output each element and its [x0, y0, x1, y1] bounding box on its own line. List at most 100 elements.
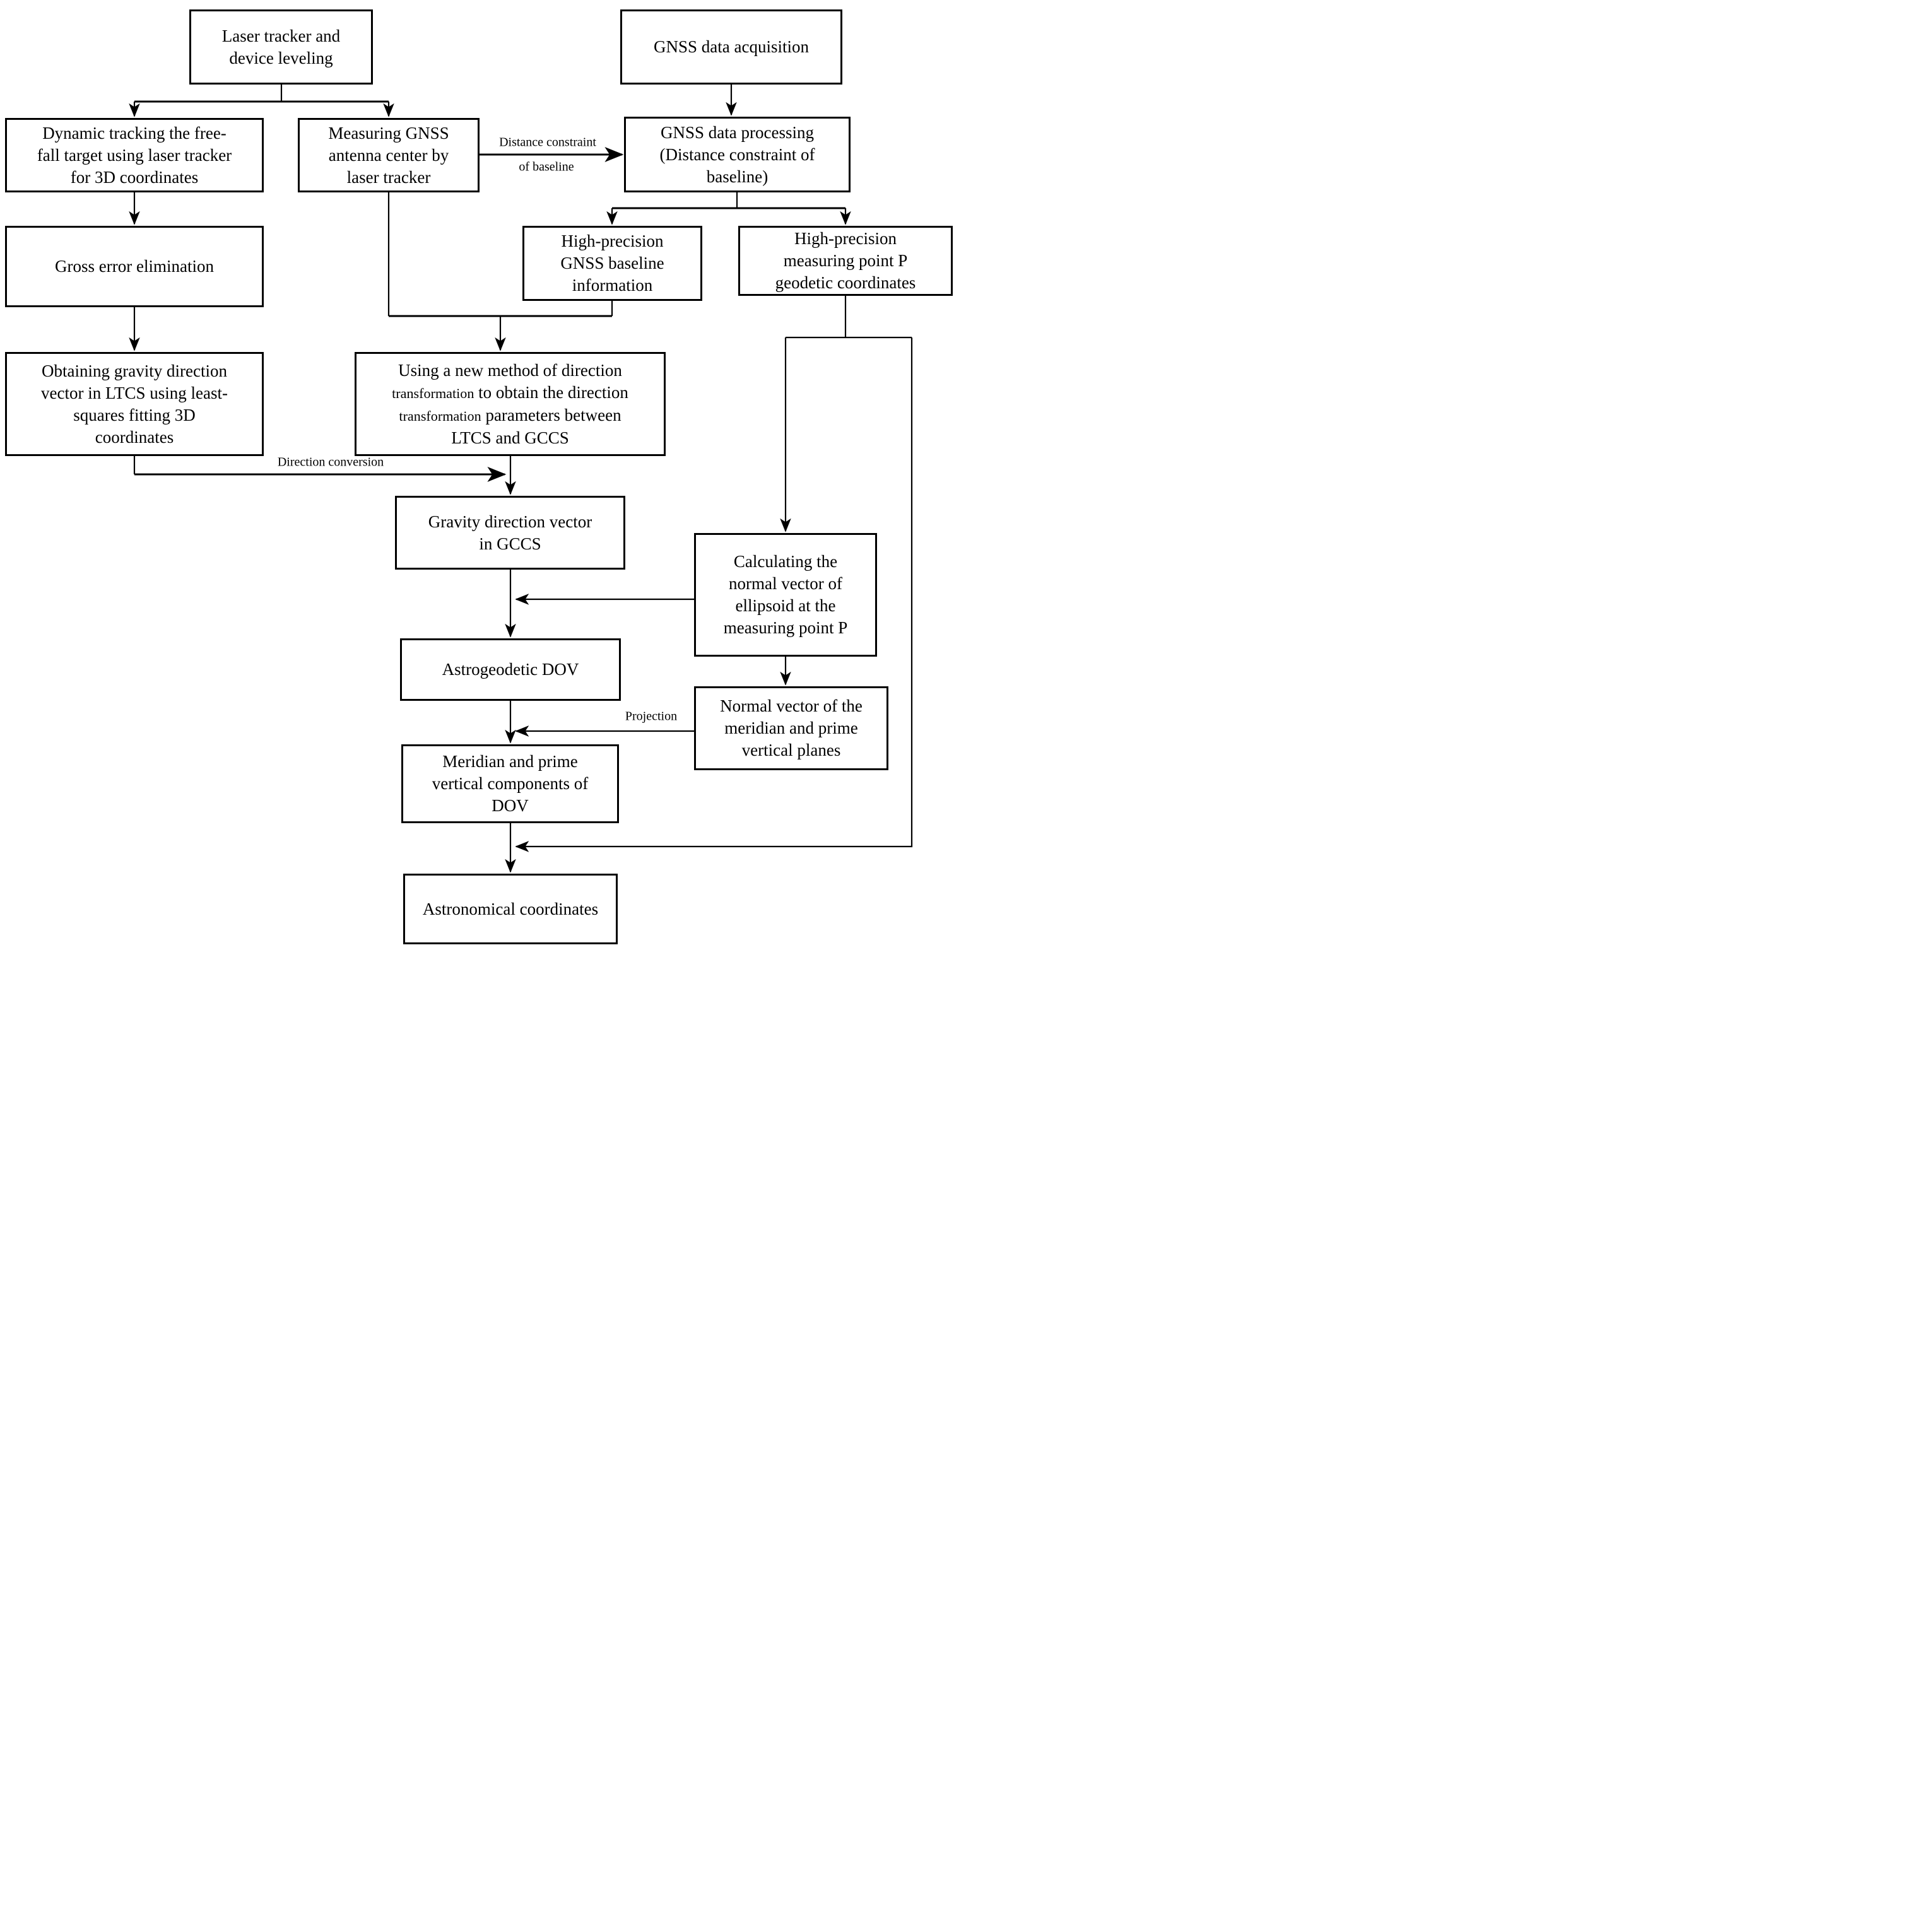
- node-text-segment: information: [572, 276, 653, 295]
- node-astronomical: Astronomical coordinates: [403, 874, 618, 944]
- node-line: Measuring GNSS: [328, 122, 449, 144]
- node-line: baseline): [707, 166, 768, 188]
- node-text-segment: GNSS data acquisition: [654, 37, 809, 56]
- node-line: measuring point P: [784, 250, 908, 272]
- node-text-segment: GNSS baseline: [560, 254, 664, 273]
- node-text-segment: Laser tracker and: [221, 26, 341, 45]
- node-line: transformation to obtain the direction: [392, 382, 628, 404]
- node-line: Normal vector of the: [720, 695, 863, 717]
- node-line: LTCS and GCCS: [451, 427, 569, 449]
- node-line: Laser tracker and: [222, 25, 340, 47]
- edge-label-distance-constraint-2: of baseline: [519, 160, 574, 174]
- node-line: transformation parameters between: [399, 404, 621, 427]
- node-line: Calculating the: [734, 551, 837, 573]
- node-line: measuring point P: [724, 617, 848, 639]
- node-text-segment: Dynamic tracking the free-: [42, 123, 227, 143]
- edge-label-direction-conversion: Direction conversion: [277, 455, 384, 469]
- node-line: Gross error elimination: [55, 255, 214, 278]
- node-text-segment: fall target using laser tracker: [37, 145, 232, 165]
- node-line: ellipsoid at the: [736, 595, 836, 617]
- node-text-segment: Normal vector of the: [720, 696, 863, 715]
- node-text-segment: Obtaining gravity direction: [42, 361, 227, 380]
- node-text-segment: measuring point P: [723, 618, 848, 637]
- node-text-segment: normal vector of: [729, 574, 842, 593]
- node-text-segment: meridian and prime: [724, 718, 858, 737]
- node-text-segment: vector in LTCS using least-: [41, 383, 228, 402]
- node-meridian-components: Meridian and prime vertical components of…: [401, 744, 619, 823]
- node-line: Astronomical coordinates: [423, 898, 598, 920]
- node-obtaining-gravity: Obtaining gravity direction vector in LTC…: [5, 352, 264, 456]
- node-line: coordinates: [95, 426, 174, 448]
- node-text-segment: LTCS and GCCS: [451, 428, 569, 447]
- node-text-segment: Meridian and prime: [442, 752, 578, 771]
- node-line: vertical planes: [742, 739, 841, 761]
- node-text-segment: measuring point P: [783, 251, 908, 270]
- node-text-segment: device leveling: [229, 48, 333, 67]
- node-line: High-precision: [562, 230, 664, 252]
- node-text-segment: baseline): [706, 167, 769, 186]
- node-line: normal vector of: [729, 573, 842, 595]
- node-text-segment: Gross error elimination: [55, 257, 214, 276]
- node-line: Obtaining gravity direction: [42, 360, 227, 382]
- node-line: High-precision: [794, 228, 897, 250]
- node-line: (Distance constraint of: [660, 144, 815, 166]
- node-line: squares fitting 3D: [73, 404, 195, 426]
- node-line: antenna center by: [329, 144, 449, 167]
- node-text-segment: parameters between: [481, 405, 621, 425]
- node-text-segment: Using a new method of direction: [398, 360, 622, 380]
- node-text-segment: High-precision: [561, 232, 664, 250]
- node-line: GNSS data acquisition: [654, 36, 809, 58]
- edges-layer: [129, 85, 913, 873]
- node-text-segment: transformation: [392, 385, 474, 401]
- node-text-segment: for 3D coordinates: [70, 167, 199, 187]
- node-astrogeodetic-dov: Astrogeodetic DOV: [400, 638, 621, 701]
- node-line: Meridian and prime: [442, 751, 577, 773]
- node-text-segment: squares fitting 3D: [73, 405, 196, 425]
- node-text-segment: Gravity direction vector: [428, 512, 592, 531]
- node-text-segment: vertical components of: [432, 774, 589, 793]
- node-gnss-processing: GNSS data processing(Distance constraint…: [624, 117, 851, 192]
- node-line: fall target using laser tracker: [37, 144, 232, 167]
- node-text-segment: Measuring GNSS: [328, 123, 449, 143]
- node-line: GNSS baseline: [560, 252, 664, 274]
- node-hp-point: High-precision measuring point P geodetic …: [738, 226, 953, 296]
- node-line: vertical components of: [432, 773, 588, 795]
- node-line: DOV: [492, 795, 529, 817]
- node-line: meridian and prime: [724, 717, 857, 739]
- edge-label-projection: Projection: [625, 709, 678, 724]
- node-text-segment: ellipsoid at the: [735, 596, 836, 615]
- node-line: information: [572, 274, 652, 296]
- node-line: Astrogeodetic DOV: [442, 659, 579, 681]
- node-gravity-gccs: Gravity direction vector in GCCS: [395, 496, 625, 570]
- node-text-segment: Astronomical coordinates: [422, 899, 599, 918]
- node-gnss-acquisition: GNSS data acquisition: [620, 9, 842, 85]
- node-text-segment: GNSS data processing: [661, 122, 814, 142]
- node-text-segment: transformation: [399, 407, 481, 424]
- node-laser-tracker: Laser tracker and device leveling: [189, 9, 373, 85]
- node-line: Using a new method of direction: [398, 360, 622, 382]
- node-text-segment: High-precision: [794, 229, 897, 248]
- node-text-segment: laser tracker: [346, 167, 431, 187]
- node-line: laser tracker: [347, 167, 431, 189]
- node-line: Gravity direction vector: [428, 511, 592, 533]
- node-normal-vector: Normal vector of the meridian and prime ve…: [694, 686, 888, 770]
- node-text-segment: Calculating the: [733, 552, 838, 571]
- node-line: in GCCS: [479, 533, 541, 555]
- node-line: vector in LTCS using least-: [41, 382, 228, 404]
- node-gross-error: Gross error elimination: [5, 226, 264, 307]
- node-text-segment: DOV: [492, 796, 529, 815]
- node-text-segment: vertical planes: [741, 741, 841, 759]
- node-text-segment: to obtain the direction: [474, 382, 628, 402]
- node-line: for 3D coordinates: [71, 167, 198, 189]
- node-text-segment: in GCCS: [479, 534, 541, 553]
- node-line: GNSS data processing: [661, 122, 814, 144]
- node-line: device leveling: [229, 47, 333, 69]
- node-dynamic-tracking: Dynamic tracking the free-fall target us…: [5, 118, 264, 192]
- node-calculating-normal: Calculating the normal vector of ellipsoid…: [694, 533, 877, 657]
- node-line: geodetic coordinates: [775, 272, 916, 294]
- node-text-segment: Astrogeodetic DOV: [442, 660, 579, 679]
